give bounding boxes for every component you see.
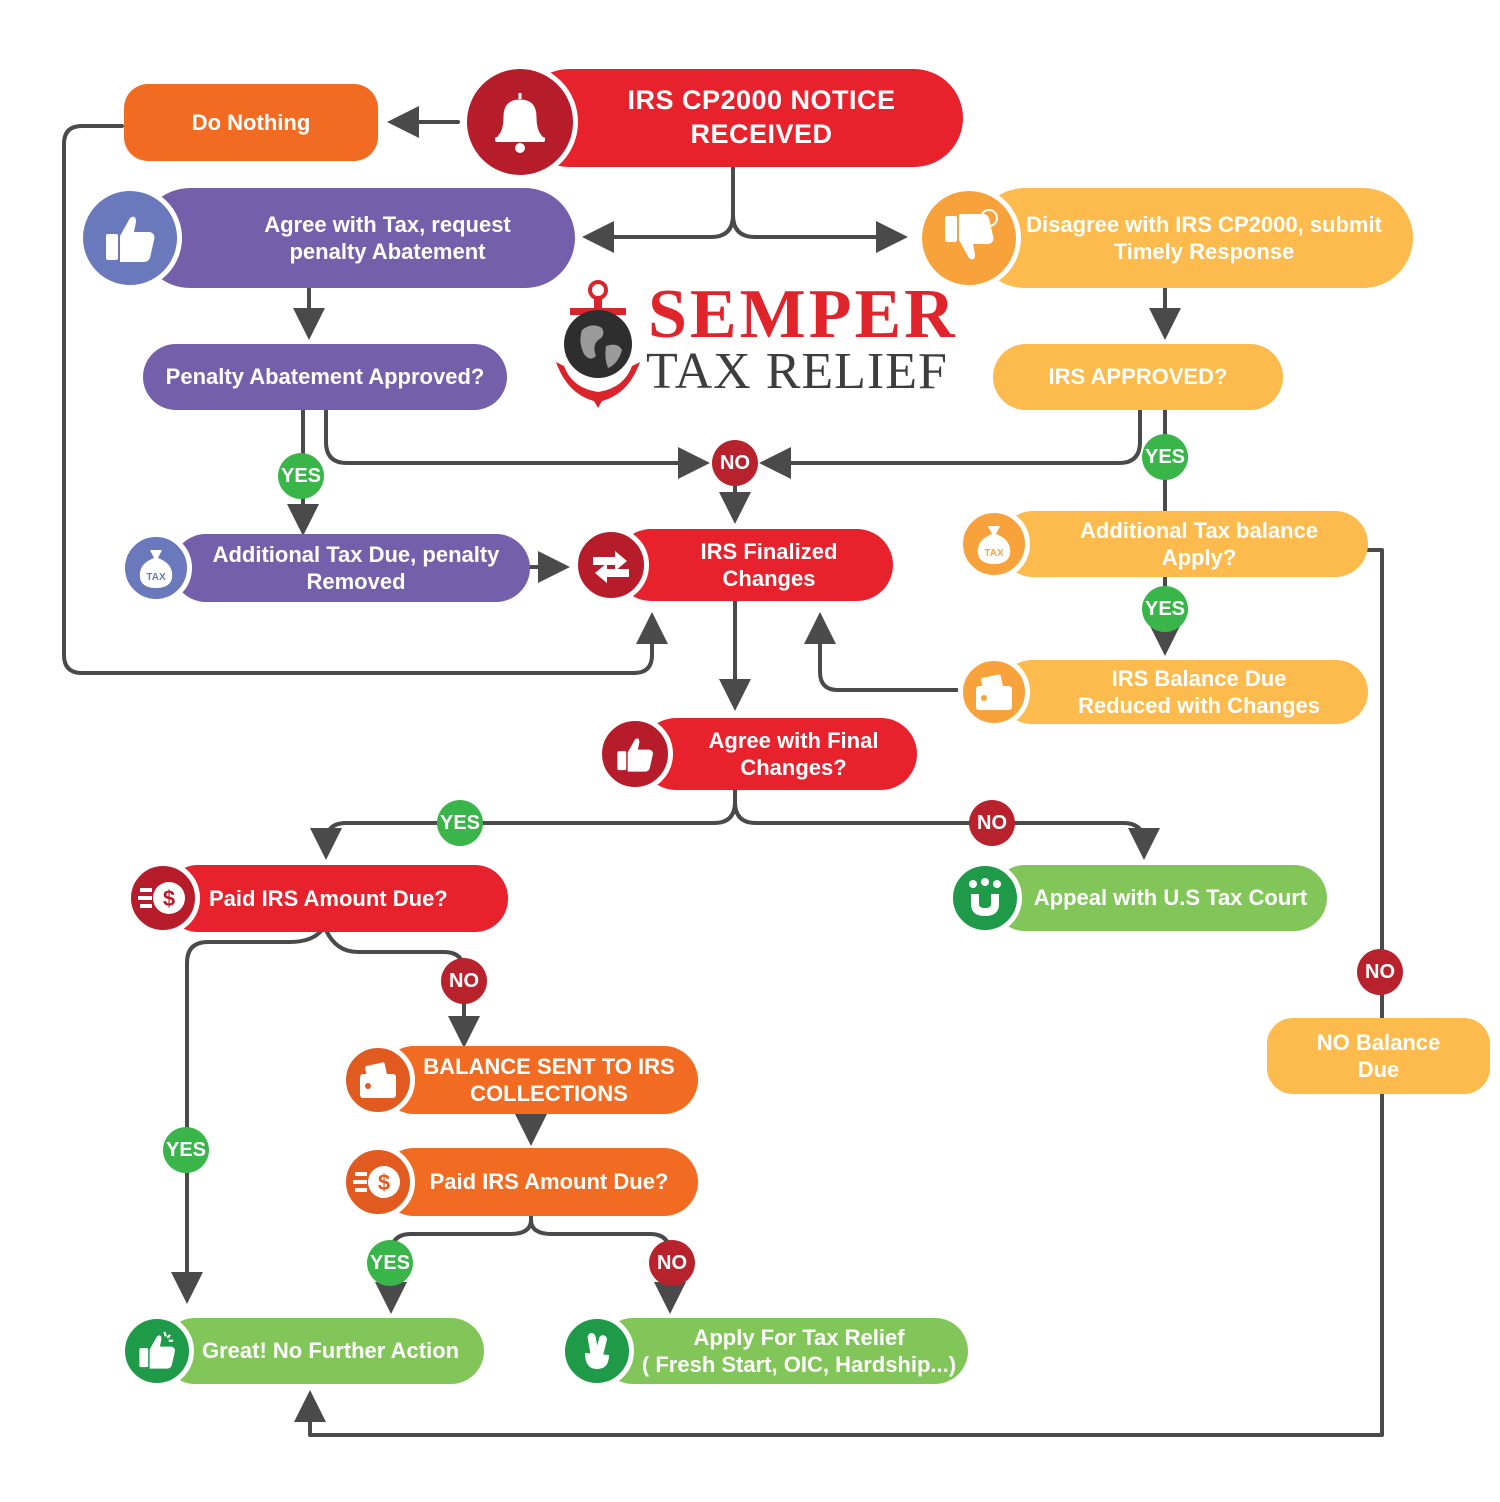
node-label: Additional Tax balance Apply? [1080, 517, 1318, 571]
yes-badge: YES [437, 800, 483, 846]
node-agree-tax: Agree with Tax, request penalty Abatemen… [140, 188, 575, 288]
dollar-coin-icon: $ [341, 1145, 415, 1219]
connector-balance-no [1366, 548, 1384, 1020]
node-label: NO Balance Due [1316, 1029, 1441, 1083]
yes-badge: YES [367, 1240, 413, 1286]
node-paid-amount-due-1: Paid IRS Amount Due? [165, 865, 508, 932]
connector-agree-final-left [310, 788, 737, 860]
connector-reduced-finalized [804, 612, 959, 692]
node-label: IRS Balance Due Reduced with Changes [1077, 665, 1321, 719]
tax-bag-icon: TAX [120, 532, 192, 604]
node-label: Paid IRS Amount Due? [429, 1169, 669, 1195]
node-additional-tax-balance: Additional Tax balance Apply? [1000, 511, 1368, 577]
crossed-fingers-icon [560, 1314, 634, 1388]
magnet-people-icon [948, 861, 1022, 935]
node-label: Additional Tax Due, penalty Removed [212, 541, 500, 595]
yes-badge: YES [1142, 434, 1188, 480]
node-additional-tax-due: Additional Tax Due, penalty Removed [172, 534, 530, 602]
node-label-line1: Apply For Tax Relief [693, 1324, 905, 1350]
node-label: IRS CP2000 NOTICE RECEIVED [627, 85, 896, 149]
node-penalty-approved: Penalty Abatement Approved? [143, 344, 507, 410]
logo-tax-relief-text: TAX RELIEF [646, 343, 948, 400]
connector-do-nothing-loop [62, 124, 668, 675]
connector-approved-no [759, 406, 1142, 479]
yes-badge: YES [278, 453, 324, 499]
dollar-coin-icon: $ [126, 861, 200, 935]
node-tax-relief: Apply For Tax Relief ( Fresh Start, OIC,… [600, 1318, 968, 1384]
yes-badge: YES [163, 1127, 209, 1173]
node-label: IRS APPROVED? [1048, 364, 1228, 390]
node-label: Agree with Tax, request penalty Abatemen… [264, 211, 511, 265]
no-badge: NO [712, 440, 758, 486]
tax-bag-icon: TAX [958, 508, 1030, 580]
connector-cp2000-right [731, 213, 908, 253]
svg-text:$: $ [163, 886, 175, 911]
svg-text:TAX: TAX [146, 572, 166, 583]
node-label: BALANCE SENT TO IRS COLLECTIONS [423, 1053, 675, 1107]
node-label: Do Nothing [191, 109, 311, 135]
node-appeal: Appeal with U.S Tax Court [992, 865, 1327, 931]
thumbs-up-icon [78, 186, 182, 290]
node-agree-final: Agree with Final Changes? [640, 718, 917, 790]
thumbs-down-icon [917, 186, 1021, 290]
node-cp2000-notice: IRS CP2000 NOTICE RECEIVED [520, 69, 963, 167]
svg-text:TAX: TAX [984, 548, 1004, 559]
node-label: Penalty Abatement Approved? [165, 364, 485, 390]
node-label: Paid IRS Amount Due? [209, 885, 448, 911]
connector-penalty-no [324, 406, 710, 479]
node-collections: BALANCE SENT TO IRS COLLECTIONS [380, 1046, 698, 1114]
node-label: Appeal with U.S Tax Court [1033, 885, 1308, 911]
thumbs-up-icon [597, 716, 673, 792]
yes-badge: YES [1142, 586, 1188, 632]
node-label: Disagree with IRS CP2000, submit Timely … [1026, 211, 1382, 265]
connector-nobalance-great [294, 1091, 1384, 1437]
no-badge: NO [1357, 949, 1403, 995]
node-irs-finalized: IRS Finalized Changes [615, 529, 893, 601]
node-great-no-action: Great! No Further Action [162, 1318, 484, 1384]
node-balance-reduced: IRS Balance Due Reduced with Changes [1000, 660, 1368, 724]
node-disagree: Disagree with IRS CP2000, submit Timely … [975, 188, 1413, 288]
svg-text:$: $ [378, 1170, 390, 1195]
node-do-nothing: Do Nothing [124, 84, 378, 161]
logo-semper-text: SEMPER [648, 276, 958, 353]
no-badge: NO [649, 1240, 695, 1286]
bell-icon [462, 64, 578, 180]
no-badge: NO [441, 958, 487, 1004]
anchor-globe-icon [556, 280, 640, 408]
connector-cp2000-stem [582, 166, 735, 253]
node-label: Agree with Final Changes? [708, 727, 879, 781]
semper-tax-relief-logo: SEMPER TAX RELIEF [548, 276, 955, 412]
connector-agree-final-right [733, 800, 1160, 860]
no-badge: NO [969, 800, 1015, 846]
thumbs-up-sparkle-icon [120, 1314, 194, 1388]
wallet-icon [958, 656, 1030, 728]
node-paid-amount-due-2: Paid IRS Amount Due? [380, 1148, 698, 1216]
node-label: Great! No Further Action [202, 1338, 460, 1364]
exchange-arrows-icon [573, 527, 649, 603]
connector-paid1-yes [171, 928, 324, 1304]
node-irs-approved: IRS APPROVED? [993, 344, 1283, 410]
node-label-line2: ( Fresh Start, OIC, Hardship...) [641, 1352, 957, 1377]
node-label: IRS Finalized Changes [700, 538, 838, 592]
wallet-icon [341, 1043, 415, 1117]
node-no-balance-due: NO Balance Due [1267, 1018, 1490, 1094]
